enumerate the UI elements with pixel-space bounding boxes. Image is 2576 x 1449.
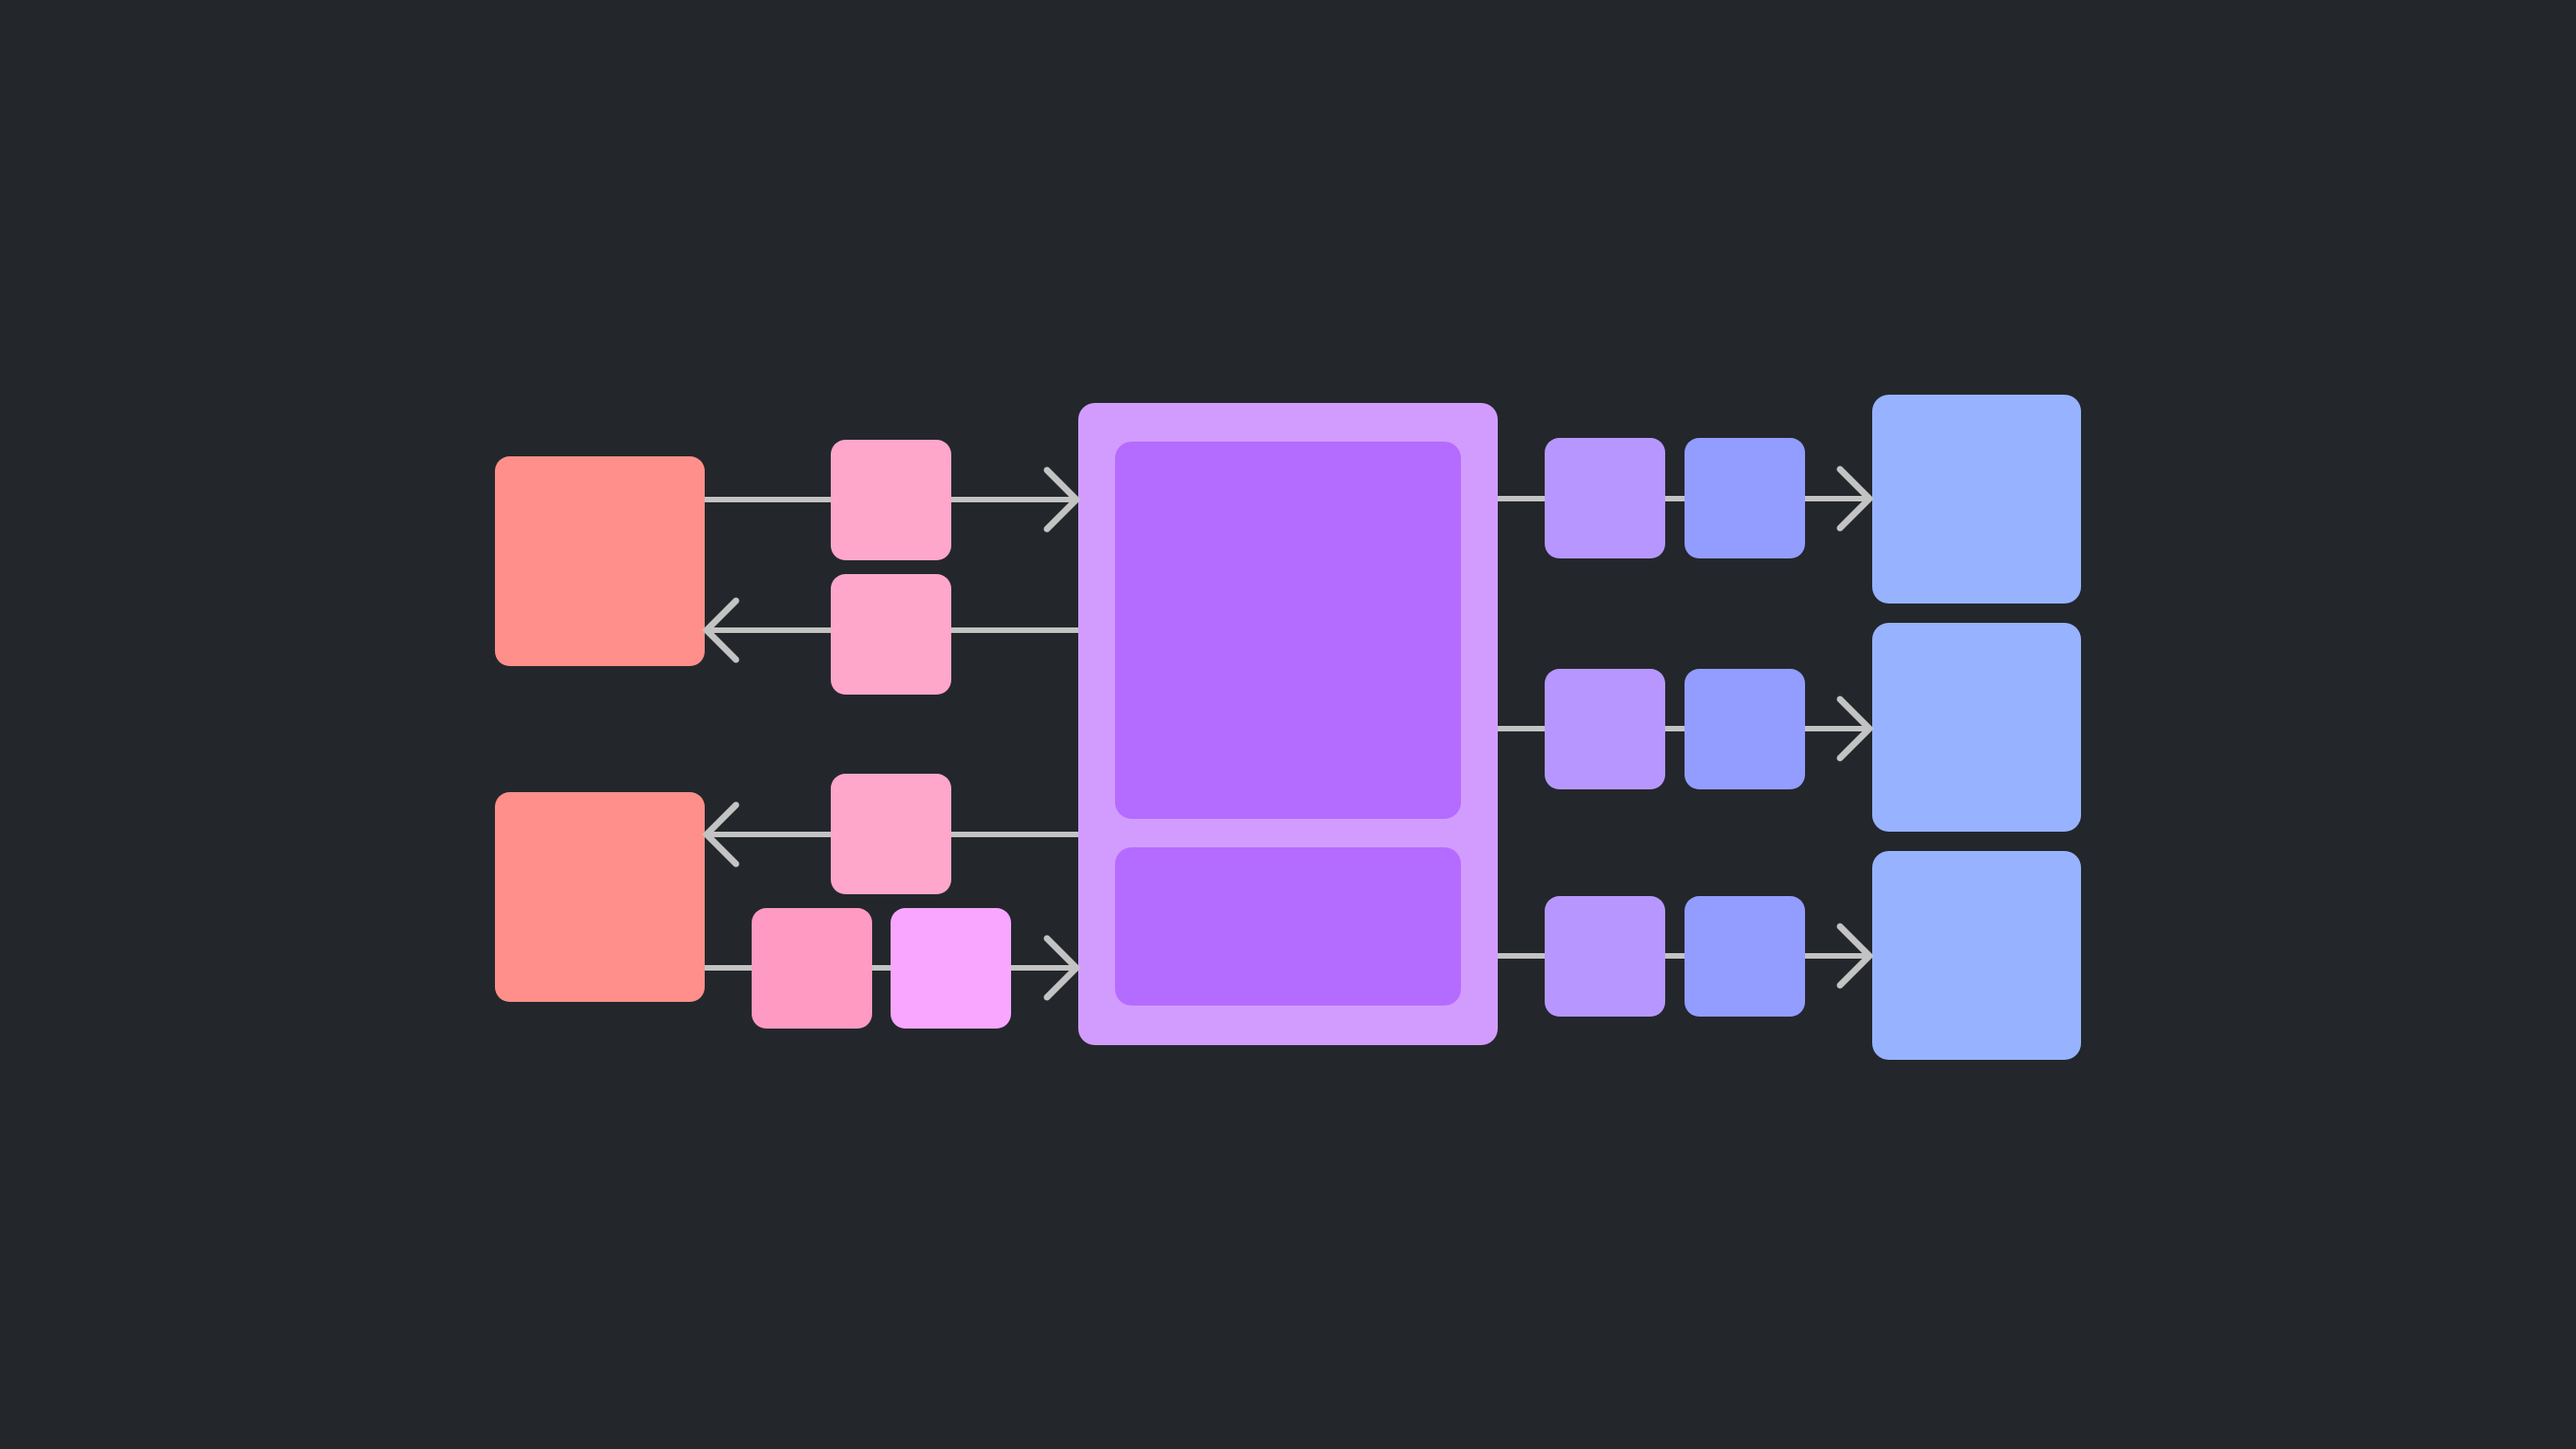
node-hub-panel-bottom: [1115, 847, 1461, 1006]
arrowhead-icon: [1043, 935, 1081, 1001]
node-stage-1b: [1685, 438, 1805, 558]
node-return-filter-1: [831, 574, 951, 695]
arrowhead-icon: [1836, 696, 1874, 762]
node-stage-3a: [1545, 896, 1665, 1017]
arrowhead-icon: [1836, 466, 1874, 532]
node-target-2: [1872, 623, 2081, 832]
node-target-1: [1872, 395, 2081, 604]
node-source-top: [495, 456, 705, 666]
node-inbound-filter-2b: [891, 908, 1011, 1029]
node-stage-3b: [1685, 896, 1805, 1017]
node-stage-2b: [1685, 669, 1805, 789]
node-layer: [495, 395, 2081, 1060]
arrowhead-icon: [702, 597, 740, 663]
node-hub-panel-top: [1115, 442, 1461, 819]
node-target-3: [1872, 851, 2081, 1060]
node-stage-1a: [1545, 438, 1665, 558]
node-inbound-filter-2a: [752, 908, 872, 1029]
node-stage-2a: [1545, 669, 1665, 789]
arrow-layer: [702, 466, 1874, 1001]
arrowhead-icon: [1836, 923, 1874, 989]
node-source-bottom: [495, 792, 705, 1002]
node-inbound-filter-1: [831, 440, 951, 560]
arrowhead-icon: [1043, 466, 1081, 533]
node-return-filter-2: [831, 774, 951, 894]
arrowhead-icon: [702, 801, 740, 868]
